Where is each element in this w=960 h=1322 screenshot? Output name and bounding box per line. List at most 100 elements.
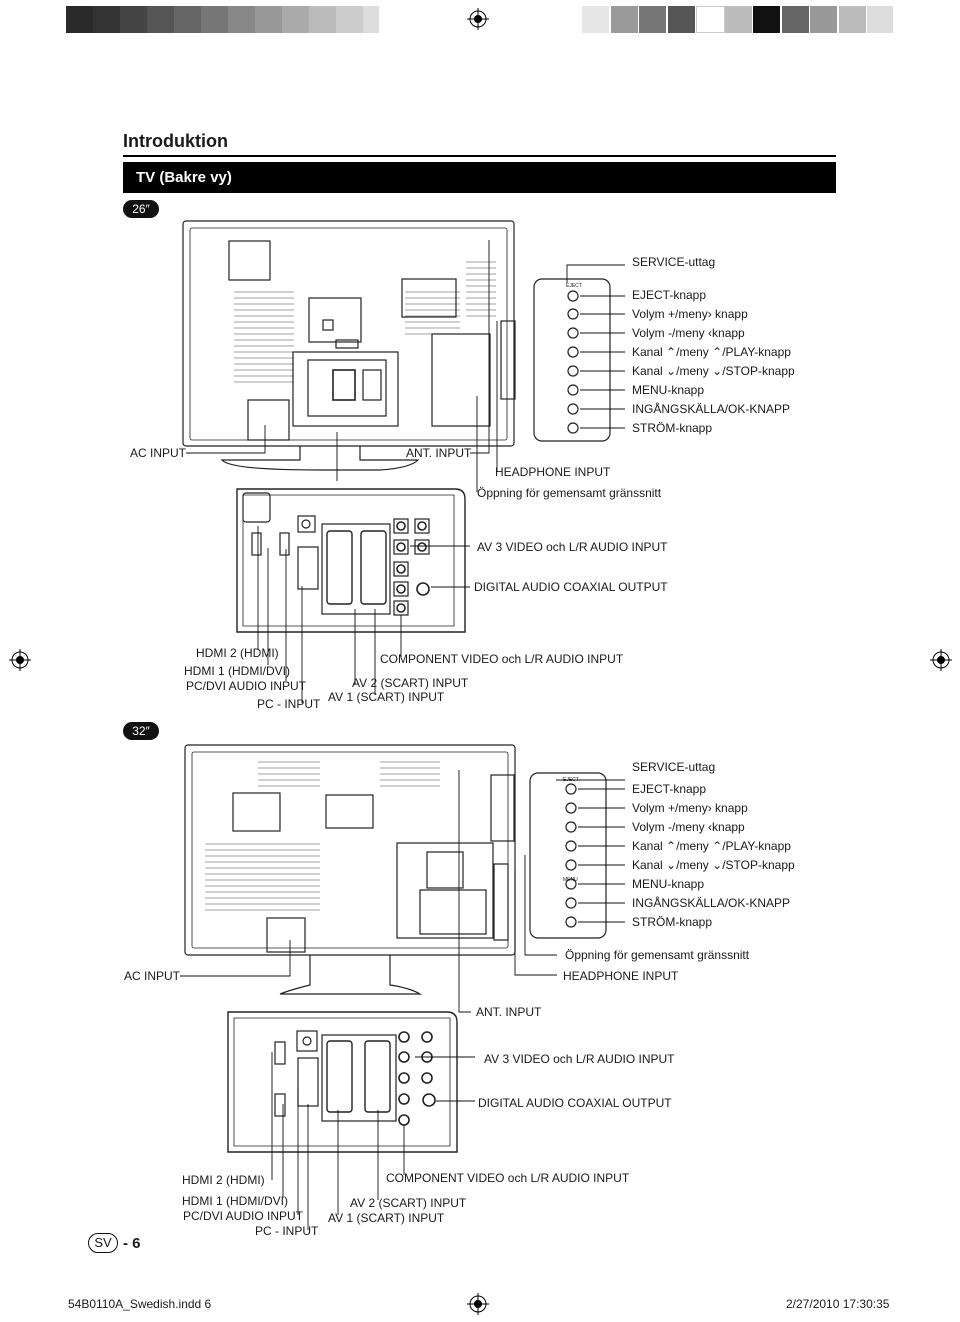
label-component-input: COMPONENT VIDEO och L/R AUDIO INPUT [386,1171,630,1185]
label-power-button: STRÖM-knapp [632,421,713,435]
chevron-down-icon: ⌄ [712,364,723,378]
label-input-ok-button: INGÅNGSKÄLLA/OK-KNAPP [632,402,791,416]
title-rule [123,155,836,157]
tv-26-body [182,220,516,471]
label-av2-scart: AV 2 (SCART) INPUT [350,1196,467,1210]
label-input-ok-button: INGÅNGSKÄLLA/OK-KNAPP [632,896,791,910]
chevron-up-icon: ⌃ [666,345,677,359]
label-power-button: STRÖM-knapp [632,915,713,929]
channel-down-a: Kanal [632,858,663,872]
swatch [839,6,866,33]
channel-up-b: /meny [676,345,709,359]
swatch [582,6,609,33]
label-pc-dvi-audio: PC/DVI AUDIO INPUT [183,1209,304,1223]
label-antenna-input: ANT. INPUT [476,1005,542,1019]
swatch [753,6,780,33]
registration-mark-icon [9,649,31,671]
section-title: Introduktion [123,131,228,151]
label-antenna-input: ANT. INPUT [406,446,472,460]
leader-lines-32 [180,770,625,1230]
panel-mark-eject: EJECT [566,283,582,289]
channel-down-b: /meny [676,364,709,378]
volume-down-suffix: knapp [712,326,745,340]
chevron-left-icon: ‹ [708,326,713,340]
label-service-port: SERVICE-uttag [632,255,716,269]
channel-up-c: /PLAY-knapp [722,839,791,853]
label-component-input: COMPONENT VIDEO och L/R AUDIO INPUT [380,652,624,666]
label-channel-up: Kanal ⌃/meny ⌃/PLAY-knapp [632,345,791,359]
tv-32-connector-panel [227,1011,458,1153]
chevron-right-icon: › [707,801,712,815]
chevron-down-icon: ⌄ [666,858,677,872]
label-channel-down: Kanal ⌄/meny ⌄/STOP-knapp [632,364,795,378]
registration-mark-icon [467,1293,489,1315]
swatch [228,6,255,33]
swatch [66,6,93,33]
swatch [363,6,379,33]
label-hdmi2: HDMI 2 (HDMI) [196,646,279,660]
swatch [255,6,282,33]
label-headphone-input: HEADPHONE INPUT [563,969,679,983]
label-digital-audio-out: DIGITAL AUDIO COAXIAL OUTPUT [478,1096,672,1110]
volume-up-suffix: knapp [715,307,748,321]
label-av3-input: AV 3 VIDEO och L/R AUDIO INPUT [484,1052,675,1066]
registration-mark-icon [930,649,952,671]
channel-up-c: /PLAY-knapp [722,345,791,359]
swatch [120,6,147,33]
volume-down-suffix: knapp [712,820,745,834]
subsection-title: TV (Bakre vy) [136,169,232,186]
size-badge-32: 32″ [123,722,159,740]
page-number: - 6 [123,1235,141,1252]
swatch [147,6,174,33]
label-service-port: SERVICE-uttag [632,760,716,774]
label-common-interface: Öppning för gemensamt gränssnitt [477,486,662,500]
label-volume-down: Volym -/meny ‹knapp [632,820,745,834]
swatch [201,6,228,33]
label-headphone-input: HEADPHONE INPUT [495,465,611,479]
label-av2-scart: AV 2 (SCART) INPUT [352,676,469,690]
footer-date: 2/27/2010 17:30:35 [786,1297,890,1311]
tv-32-body [184,744,516,995]
chevron-up-icon: ⌃ [712,345,723,359]
label-eject-button: EJECT-knapp [632,288,707,302]
chevron-left-icon: ‹ [708,820,713,834]
label-menu-button: MENU-knapp [632,383,705,397]
volume-down-text: Volym -/meny [632,820,705,834]
label-volume-up: Volym +/meny› knapp [632,801,748,815]
label-av1-scart: AV 1 (SCART) INPUT [328,1211,445,1225]
registration-mark-icon [467,8,489,30]
swatch [668,6,695,33]
tv-26-side-panel [533,278,611,442]
label-common-interface: Öppning för gemensamt gränssnitt [565,948,750,962]
channel-down-c: /STOP-knapp [722,858,795,872]
volume-up-text: Volym +/meny [632,307,708,321]
panel-mark-eject: EJECT [563,777,579,783]
label-ac-input: AC INPUT [130,446,187,460]
volume-down-text: Volym -/meny [632,326,705,340]
chevron-down-icon: ⌄ [666,364,677,378]
swatch [782,6,809,33]
swatch [639,6,666,33]
label-hdmi2: HDMI 2 (HDMI) [182,1173,265,1187]
volume-up-suffix: knapp [715,801,748,815]
label-ac-input: AC INPUT [124,969,181,983]
swatch [309,6,336,33]
chevron-up-icon: ⌃ [712,839,723,853]
tv-32-side-panel [529,772,607,939]
swatch [174,6,201,33]
label-volume-down: Volym -/meny ‹knapp [632,326,745,340]
label-channel-down: Kanal ⌄/meny ⌄/STOP-knapp [632,858,795,872]
volume-up-text: Volym +/meny [632,801,708,815]
swatch [282,6,309,33]
panel-mark-menu: MENU [563,877,578,883]
label-pc-dvi-audio: PC/DVI AUDIO INPUT [186,679,307,693]
swatch [93,6,120,33]
swatch [725,6,752,33]
channel-down-a: Kanal [632,364,663,378]
swatch [336,6,363,33]
tv-26-connector-panel [236,488,466,633]
label-eject-button: EJECT-knapp [632,782,707,796]
chevron-down-icon: ⌄ [712,858,723,872]
subsection-bar: TV (Bakre vy) [123,162,836,193]
label-pc-input: PC - INPUT [255,1224,319,1238]
